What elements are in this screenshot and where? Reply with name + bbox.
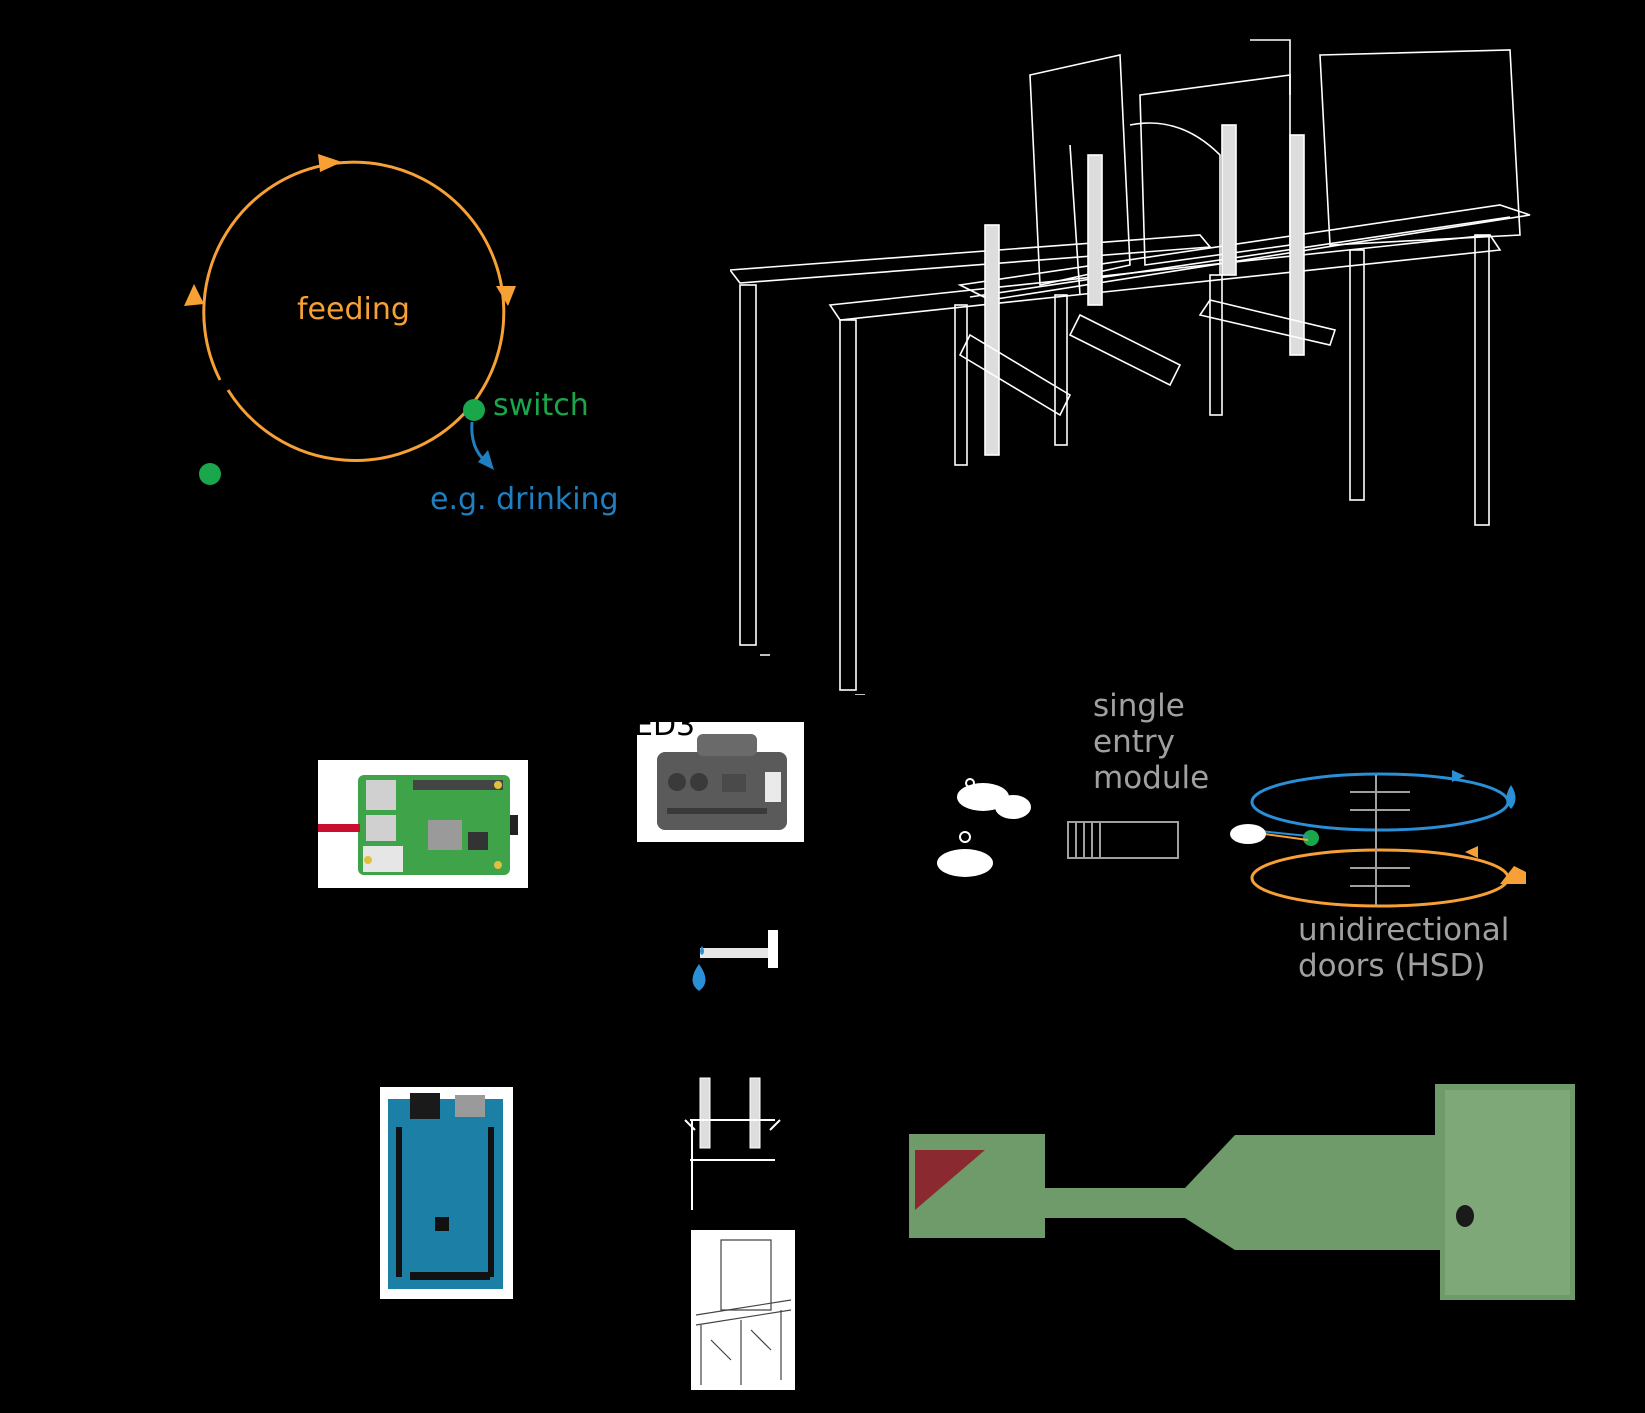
doors-label-1: unidirectional <box>1298 912 1510 948</box>
switch-dot <box>463 399 485 421</box>
wireframe-thumbnail <box>691 1230 795 1390</box>
leg-back-right <box>1474 234 1490 526</box>
wireframe-svg <box>730 39 1531 695</box>
front-rail <box>828 234 1502 321</box>
drinking-label: e.g. drinking <box>430 482 619 517</box>
cycle-diagram-svg <box>184 154 516 485</box>
doors-label-2: doors (HSD) <box>1298 948 1486 984</box>
cycle-diagram: feeding switch e.g. drinking <box>170 140 640 530</box>
drinking-branch-arrowhead <box>478 450 494 470</box>
arduino-board-image <box>380 1087 513 1299</box>
feeding-loop <box>1250 848 1510 908</box>
apparatus-wireframe <box>730 35 1610 695</box>
cycle-arrow-right <box>496 286 516 306</box>
feeding-cycle-arc <box>202 160 506 408</box>
entry-module-icon <box>1066 820 1180 860</box>
back-box-right <box>1319 49 1521 246</box>
mice-group-icon <box>925 775 1045 895</box>
leg-front-mid <box>839 319 857 691</box>
drinking-loop <box>1250 772 1510 832</box>
raspberry-pi-image <box>318 760 528 888</box>
water-drop-small-icon <box>700 946 704 955</box>
water-drop-icon <box>692 964 706 991</box>
feeding-cycle-arc-lower <box>226 389 472 462</box>
cheese-icon <box>1500 866 1526 886</box>
mouse-icon <box>1230 824 1266 844</box>
fed3-device-image <box>637 722 804 842</box>
door-module-detail <box>680 1070 790 1210</box>
entry-label-2: entry <box>1093 724 1175 760</box>
raspberry-pi-svg <box>318 775 518 875</box>
doors-switch-dot <box>1303 830 1319 846</box>
doors-loop-diagram <box>1220 770 1530 910</box>
water-spout-icon <box>680 928 800 1003</box>
cycle-arrow-top <box>318 154 342 172</box>
leg-front-left <box>739 284 757 646</box>
entry-label-1: single <box>1093 688 1185 724</box>
switch-label: switch <box>493 388 589 423</box>
water-drop-doors-icon <box>1502 785 1520 811</box>
entry-label-3: module <box>1093 760 1210 796</box>
fed3-svg <box>657 734 787 830</box>
start-dot <box>199 463 221 485</box>
cycle-arrow-left <box>184 284 204 306</box>
camera-topview-image <box>905 1080 1577 1305</box>
arena-shape <box>909 1084 1575 1300</box>
back-box-mid <box>1139 74 1291 266</box>
back-box-left <box>1029 54 1131 286</box>
leg-mid-right <box>1349 249 1365 501</box>
feeding-label: feeding <box>297 292 410 327</box>
fed3-label-fragment: ED3 <box>634 708 696 743</box>
